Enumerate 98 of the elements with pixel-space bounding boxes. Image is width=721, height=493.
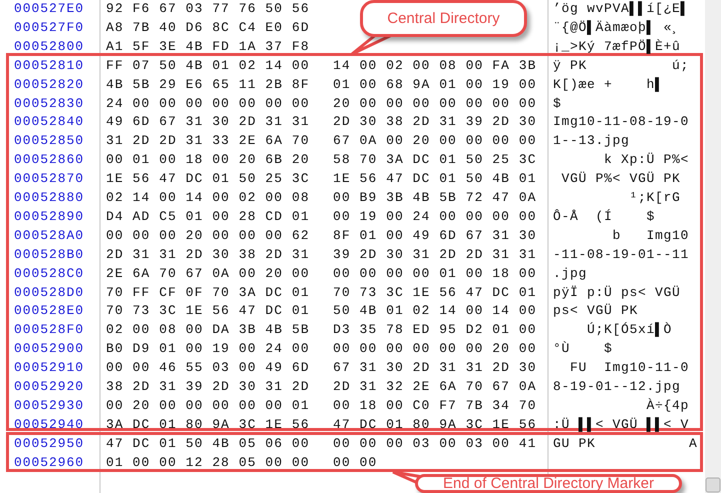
- ascii-text: :Ü ▌▌< VGÜ ▌▌< V: [553, 416, 689, 432]
- hex-bytes: 02 14 00 14 00 02 00 08: [106, 190, 310, 205]
- ascii-text: FU Img10-11-0: [568, 360, 689, 376]
- address-label: 000528F0: [14, 322, 84, 338]
- hex-bytes: 1E 56 47 DC 01 50 25 3C: [106, 171, 310, 186]
- ascii-text: ¡_>Ký 7æfPÖ▌È+û: [553, 38, 680, 54]
- hex-bytes: 70 73 3C 1E 56 47 DC 01: [106, 303, 310, 318]
- ascii-text: ps< VGÜ PK: [553, 303, 638, 318]
- hex-bytes: 00 00 00 00 01 00 18 00: [333, 266, 537, 281]
- hex-bytes: 47 DC 01 80 9A 3C 1E 56: [333, 416, 537, 432]
- address-label: 000528B0: [14, 246, 84, 262]
- hex-bytes: 67 31 30 2D 31 31 2D 30: [333, 360, 537, 376]
- hex-bytes: 49 6D 67 31 30 2D 31 31: [106, 114, 310, 130]
- hex-bytes: 2E 6A 70 67 0A 00 20 00: [106, 266, 310, 281]
- address-label: 00052960: [14, 454, 84, 470]
- address-label: 00052910: [14, 360, 84, 376]
- address-label: 00052880: [14, 190, 84, 205]
- ascii-text: ¨{@Ö▌Äàmæoþ▌ «¸: [553, 20, 680, 35]
- ascii-text: VGÜ P%< VGÜ PK: [560, 171, 680, 186]
- address-label: 00052840: [14, 114, 84, 130]
- hex-bytes: 1E 56 47 DC 01 50 4B 01: [333, 171, 537, 186]
- hex-bytes: 20 00 00 00 00 00 00 00: [333, 96, 537, 110]
- hex-bytes: 00 01 00 18 00 20 6B 20: [106, 152, 310, 168]
- hex-bytes: 4B 5B 29 E6 65 11 2B 8F: [106, 76, 310, 92]
- highlight-frame: [6, 432, 703, 472]
- address-label: 00052800: [14, 38, 84, 54]
- hex-bytes: 70 FF CF 0F 70 3A DC 01: [106, 284, 310, 300]
- ascii-text: °Ù $: [553, 341, 612, 356]
- address-label: 000528E0: [14, 303, 84, 318]
- ascii-text: À÷{4p: [645, 398, 689, 413]
- ascii-text: Img10-11-08-19-0: [553, 114, 689, 130]
- hex-bytes: 70 73 3C 1E 56 47 DC 01: [333, 284, 537, 300]
- hex-bytes: 39 2D 30 31 2D 2D 31 31: [333, 246, 537, 262]
- address-label: 00052930: [14, 398, 84, 413]
- hex-bytes: 00 20 00 00 00 00 00 01: [106, 398, 310, 413]
- hex-bytes: 58 70 3A DC 01 50 25 3C: [333, 152, 537, 168]
- ascii-text: k Xp:Ü P%<: [602, 152, 689, 168]
- hex-bytes: 47 DC 01 50 4B 05 06 00: [106, 436, 310, 451]
- hex-bytes: A1 5F 3E 4B FD 1A 37 F8: [106, 38, 310, 54]
- ascii-text: .jpg: [553, 266, 587, 281]
- ascii-text: 1--13.jpg: [553, 133, 630, 148]
- hex-bytes: 24 00 00 00 00 00 00 00: [106, 96, 310, 110]
- address-label: 00052850: [14, 133, 84, 148]
- address-label: 00052890: [14, 208, 84, 224]
- hex-bytes: 92 F6 67 03 77 76 50 56: [106, 1, 310, 16]
- hex-bytes: 00 00 00 00 00 00 20 00: [333, 341, 537, 356]
- address-label: 00052870: [14, 171, 84, 186]
- hex-bytes: 00 18 00 C0 F7 7B 34 70: [333, 398, 537, 413]
- address-label: 00052900: [14, 341, 84, 356]
- address-label: 000528D0: [14, 284, 84, 300]
- ascii-text: 8-19-01--12.jpg: [553, 379, 680, 394]
- ascii-text: Ô-Å (Í $: [553, 208, 655, 224]
- hex-bytes: 00 19 00 24 00 00 00 00: [333, 208, 537, 224]
- hex-bytes: 2D 31 31 2D 30 38 2D 31: [106, 246, 310, 262]
- address-label: 00052860: [14, 152, 84, 168]
- hex-bytes: 00 00 46 55 03 00 49 6D: [106, 360, 310, 376]
- ascii-text: ÿ PK ú;: [553, 58, 689, 73]
- ascii-text: K[)æe + h▌: [553, 76, 664, 92]
- ascii-text: -11-08-19-01--11: [553, 246, 689, 262]
- hex-bytes: 00 00: [333, 454, 378, 470]
- hex-bytes: 50 4B 01 02 14 00 14 00: [333, 303, 537, 318]
- address-label: 00052830: [14, 96, 84, 110]
- address-label: 00052940: [14, 416, 84, 432]
- hex-bytes: 38 2D 31 39 2D 30 31 2D: [106, 379, 310, 394]
- hex-bytes: 02 00 08 00 DA 3B 4B 5B: [106, 322, 310, 338]
- hex-bytes: 67 0A 00 20 00 00 00 00: [333, 133, 537, 148]
- highlight-frame: [6, 53, 703, 431]
- hex-bytes: 00 00 00 03 00 03 00 41: [333, 436, 537, 451]
- ascii-text: GU PK A: [553, 436, 698, 451]
- hex-bytes: 31 2D 2D 31 33 2E 6A 70: [106, 133, 310, 148]
- ascii-text: ¹;K[rG: [628, 190, 680, 205]
- address-label: 000528A0: [14, 228, 84, 243]
- hex-bytes: B0 D9 01 00 19 00 24 00: [106, 341, 310, 356]
- address-label: 00052950: [14, 436, 84, 451]
- hex-bytes: D4 AD C5 01 00 28 CD 01: [106, 208, 310, 224]
- hex-bytes: 01 00 00 12 28 05 00 00: [106, 454, 310, 470]
- hex-bytes: 14 00 02 00 08 00 FA 3B: [333, 58, 537, 73]
- ascii-text: b Img10: [611, 228, 689, 243]
- hex-bytes: 2D 31 32 2E 6A 70 67 0A: [333, 379, 537, 394]
- ascii-text: ’ög wvPVA▌▌í[¿E▌: [553, 1, 689, 16]
- hex-bytes: 00 B9 3B 4B 5B 72 47 0A: [333, 190, 537, 205]
- hex-bytes: 00 00 00 20 00 00 00 62: [106, 228, 310, 243]
- address-label: 00052920: [14, 379, 84, 394]
- hex-bytes: 2D 30 38 2D 31 39 2D 30: [333, 114, 537, 130]
- hex-bytes: FF 07 50 4B 01 02 14 00: [106, 58, 310, 73]
- ascii-text: Ú;K[Ó5xí▌Ò: [586, 322, 672, 338]
- hex-bytes: 01 00 68 9A 01 00 19 00: [333, 76, 537, 92]
- hex-bytes: 3A DC 01 80 9A 3C 1E 56: [106, 416, 310, 432]
- hex-bytes: 8F 01 00 49 6D 67 31 30: [333, 228, 537, 243]
- hex-bytes: D3 35 78 ED 95 D2 01 00: [333, 322, 537, 338]
- hex-bytes: A8 7B 40 D6 8C C4 E0 6D: [106, 20, 310, 35]
- address-label: 00052810: [14, 58, 84, 73]
- ascii-text: pÿÏ p:Ü ps< VGÜ: [553, 284, 680, 300]
- address-label: 000527F0: [14, 20, 84, 35]
- address-label: 000528C0: [14, 266, 84, 281]
- address-label: 00052820: [14, 76, 84, 92]
- ascii-text: $: [553, 96, 562, 110]
- address-label: 000527E0: [14, 1, 84, 16]
